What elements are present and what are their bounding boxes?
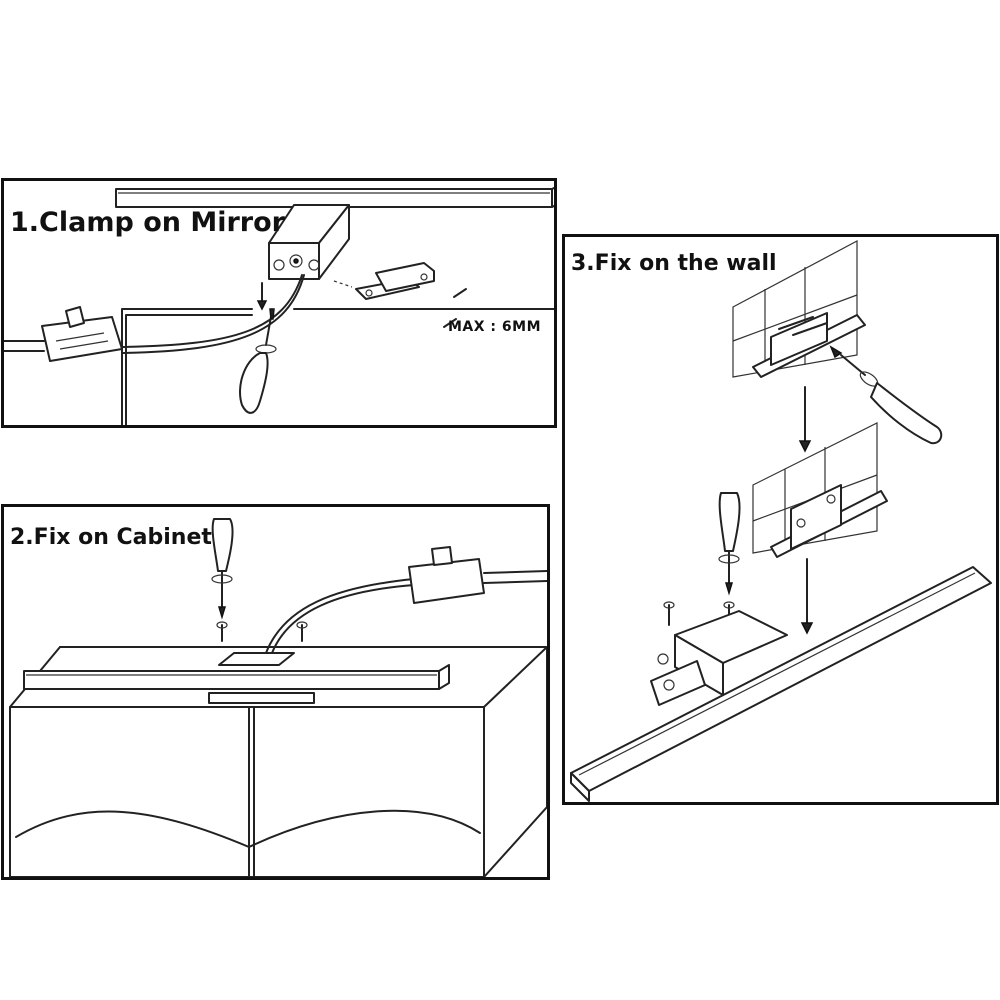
- panel-title: 1.Clamp on Mirror: [10, 207, 285, 238]
- light-bar: [570, 566, 992, 802]
- clamp-box: [268, 204, 350, 280]
- screws: [216, 621, 308, 642]
- wall-tile-top: [732, 240, 858, 378]
- power-cable: [121, 274, 303, 348]
- light-bar: [115, 186, 554, 208]
- cabinet: [9, 646, 547, 877]
- screwdriver-middle: [718, 492, 741, 596]
- panel-title: 2.Fix on Cabinet: [10, 525, 212, 550]
- panel-fix-on-the-wall: 3.Fix on the wall: [562, 234, 999, 805]
- panel-clamp-on-mirror: 1.Clamp on Mirror MAX : 6MM: [1, 178, 557, 428]
- mirror-inner-edge: [125, 314, 253, 425]
- panel-fix-on-cabinet: 2.Fix on Cabinet: [1, 504, 550, 880]
- screwdriver: [239, 308, 277, 414]
- panel-title: 3.Fix on the wall: [571, 251, 777, 276]
- light-mount: [650, 610, 788, 706]
- driver-box: [408, 546, 547, 604]
- mount-plate: [208, 692, 315, 704]
- fix-on-wall-illustration: [570, 240, 992, 802]
- power-cable: [265, 578, 415, 654]
- bracket-bottom: [770, 484, 888, 558]
- light-bar: [23, 664, 450, 690]
- thickness-marker: [443, 288, 467, 328]
- screwdriver: [211, 518, 234, 620]
- fix-on-cabinet-illustration: [9, 518, 547, 877]
- mirror-outline: [121, 308, 554, 425]
- clamp-on-mirror-illustration: [4, 186, 554, 425]
- clamp-bracket: [333, 262, 435, 300]
- max-thickness-note: MAX : 6MM: [448, 319, 542, 335]
- bracket-top: [752, 312, 866, 378]
- mount-block: [218, 652, 295, 666]
- screwdriver-top: [829, 345, 943, 445]
- driver-box: [4, 306, 123, 362]
